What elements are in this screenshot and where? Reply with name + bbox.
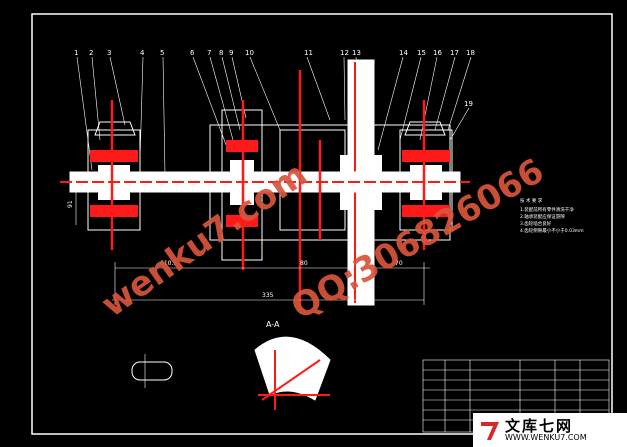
svg-text:技 术 要 求: 技 术 要 求 [520,197,543,204]
svg-text:335: 335 [262,292,274,299]
dimension-texts: 610.5 80 70 335 91 [67,200,403,299]
site-logo: 文库七网 WWW.WENKU7.COM [473,413,627,447]
svg-text:80: 80 [300,260,308,267]
svg-text:2.轴承装配应保证游隙: 2.轴承装配应保证游隙 [520,213,565,220]
seven-logo-icon [481,422,499,440]
svg-text:70: 70 [395,260,403,267]
svg-text:18: 18 [466,49,475,57]
svg-text:16: 16 [433,49,442,57]
svg-text:A-A: A-A [266,320,280,329]
svg-text:610.5: 610.5 [160,260,177,267]
section-view: A-A [254,320,331,410]
logo-name: 文库七网 [505,416,574,435]
svg-text:13: 13 [352,49,361,57]
drawing-border [31,13,613,435]
svg-text:8: 8 [219,49,223,57]
svg-text:15: 15 [417,49,426,57]
svg-text:17: 17 [450,49,459,57]
svg-text:10: 10 [245,49,254,57]
title-block [422,359,610,433]
svg-text:3: 3 [107,49,111,57]
svg-text:12: 12 [340,49,349,57]
svg-text:3.齿轮啮合良好: 3.齿轮啮合良好 [520,220,552,227]
svg-text:91: 91 [67,200,74,208]
dimension-lines [75,185,430,305]
callout-numbers: 1 2 3 4 5 6 7 8 9 10 11 12 13 14 15 16 1… [74,49,475,108]
svg-text:5: 5 [160,49,164,57]
svg-text:7: 7 [207,49,211,57]
main-shaft [60,171,470,193]
svg-text:4: 4 [140,49,145,57]
svg-text:4.齿轮侧隙最小不小于0.03mm: 4.齿轮侧隙最小不小于0.03mm [520,227,584,234]
svg-text:6: 6 [190,49,195,57]
svg-text:9: 9 [229,49,233,57]
centre-marks [110,70,426,310]
svg-text:2: 2 [89,49,93,57]
svg-text:11: 11 [304,49,313,57]
key-detail [131,354,173,388]
logo-url: WWW.WENKU7.COM [505,432,587,442]
svg-text:19: 19 [464,100,473,108]
svg-text:1.装配前所有零件清洗干净: 1.装配前所有零件清洗干净 [520,206,574,213]
svg-text:1: 1 [74,49,78,57]
svg-text:14: 14 [399,49,408,57]
technical-notes: 技 术 要 求 1.装配前所有零件清洗干净 2.轴承装配应保证游隙 3.齿轮啮合… [520,197,584,234]
